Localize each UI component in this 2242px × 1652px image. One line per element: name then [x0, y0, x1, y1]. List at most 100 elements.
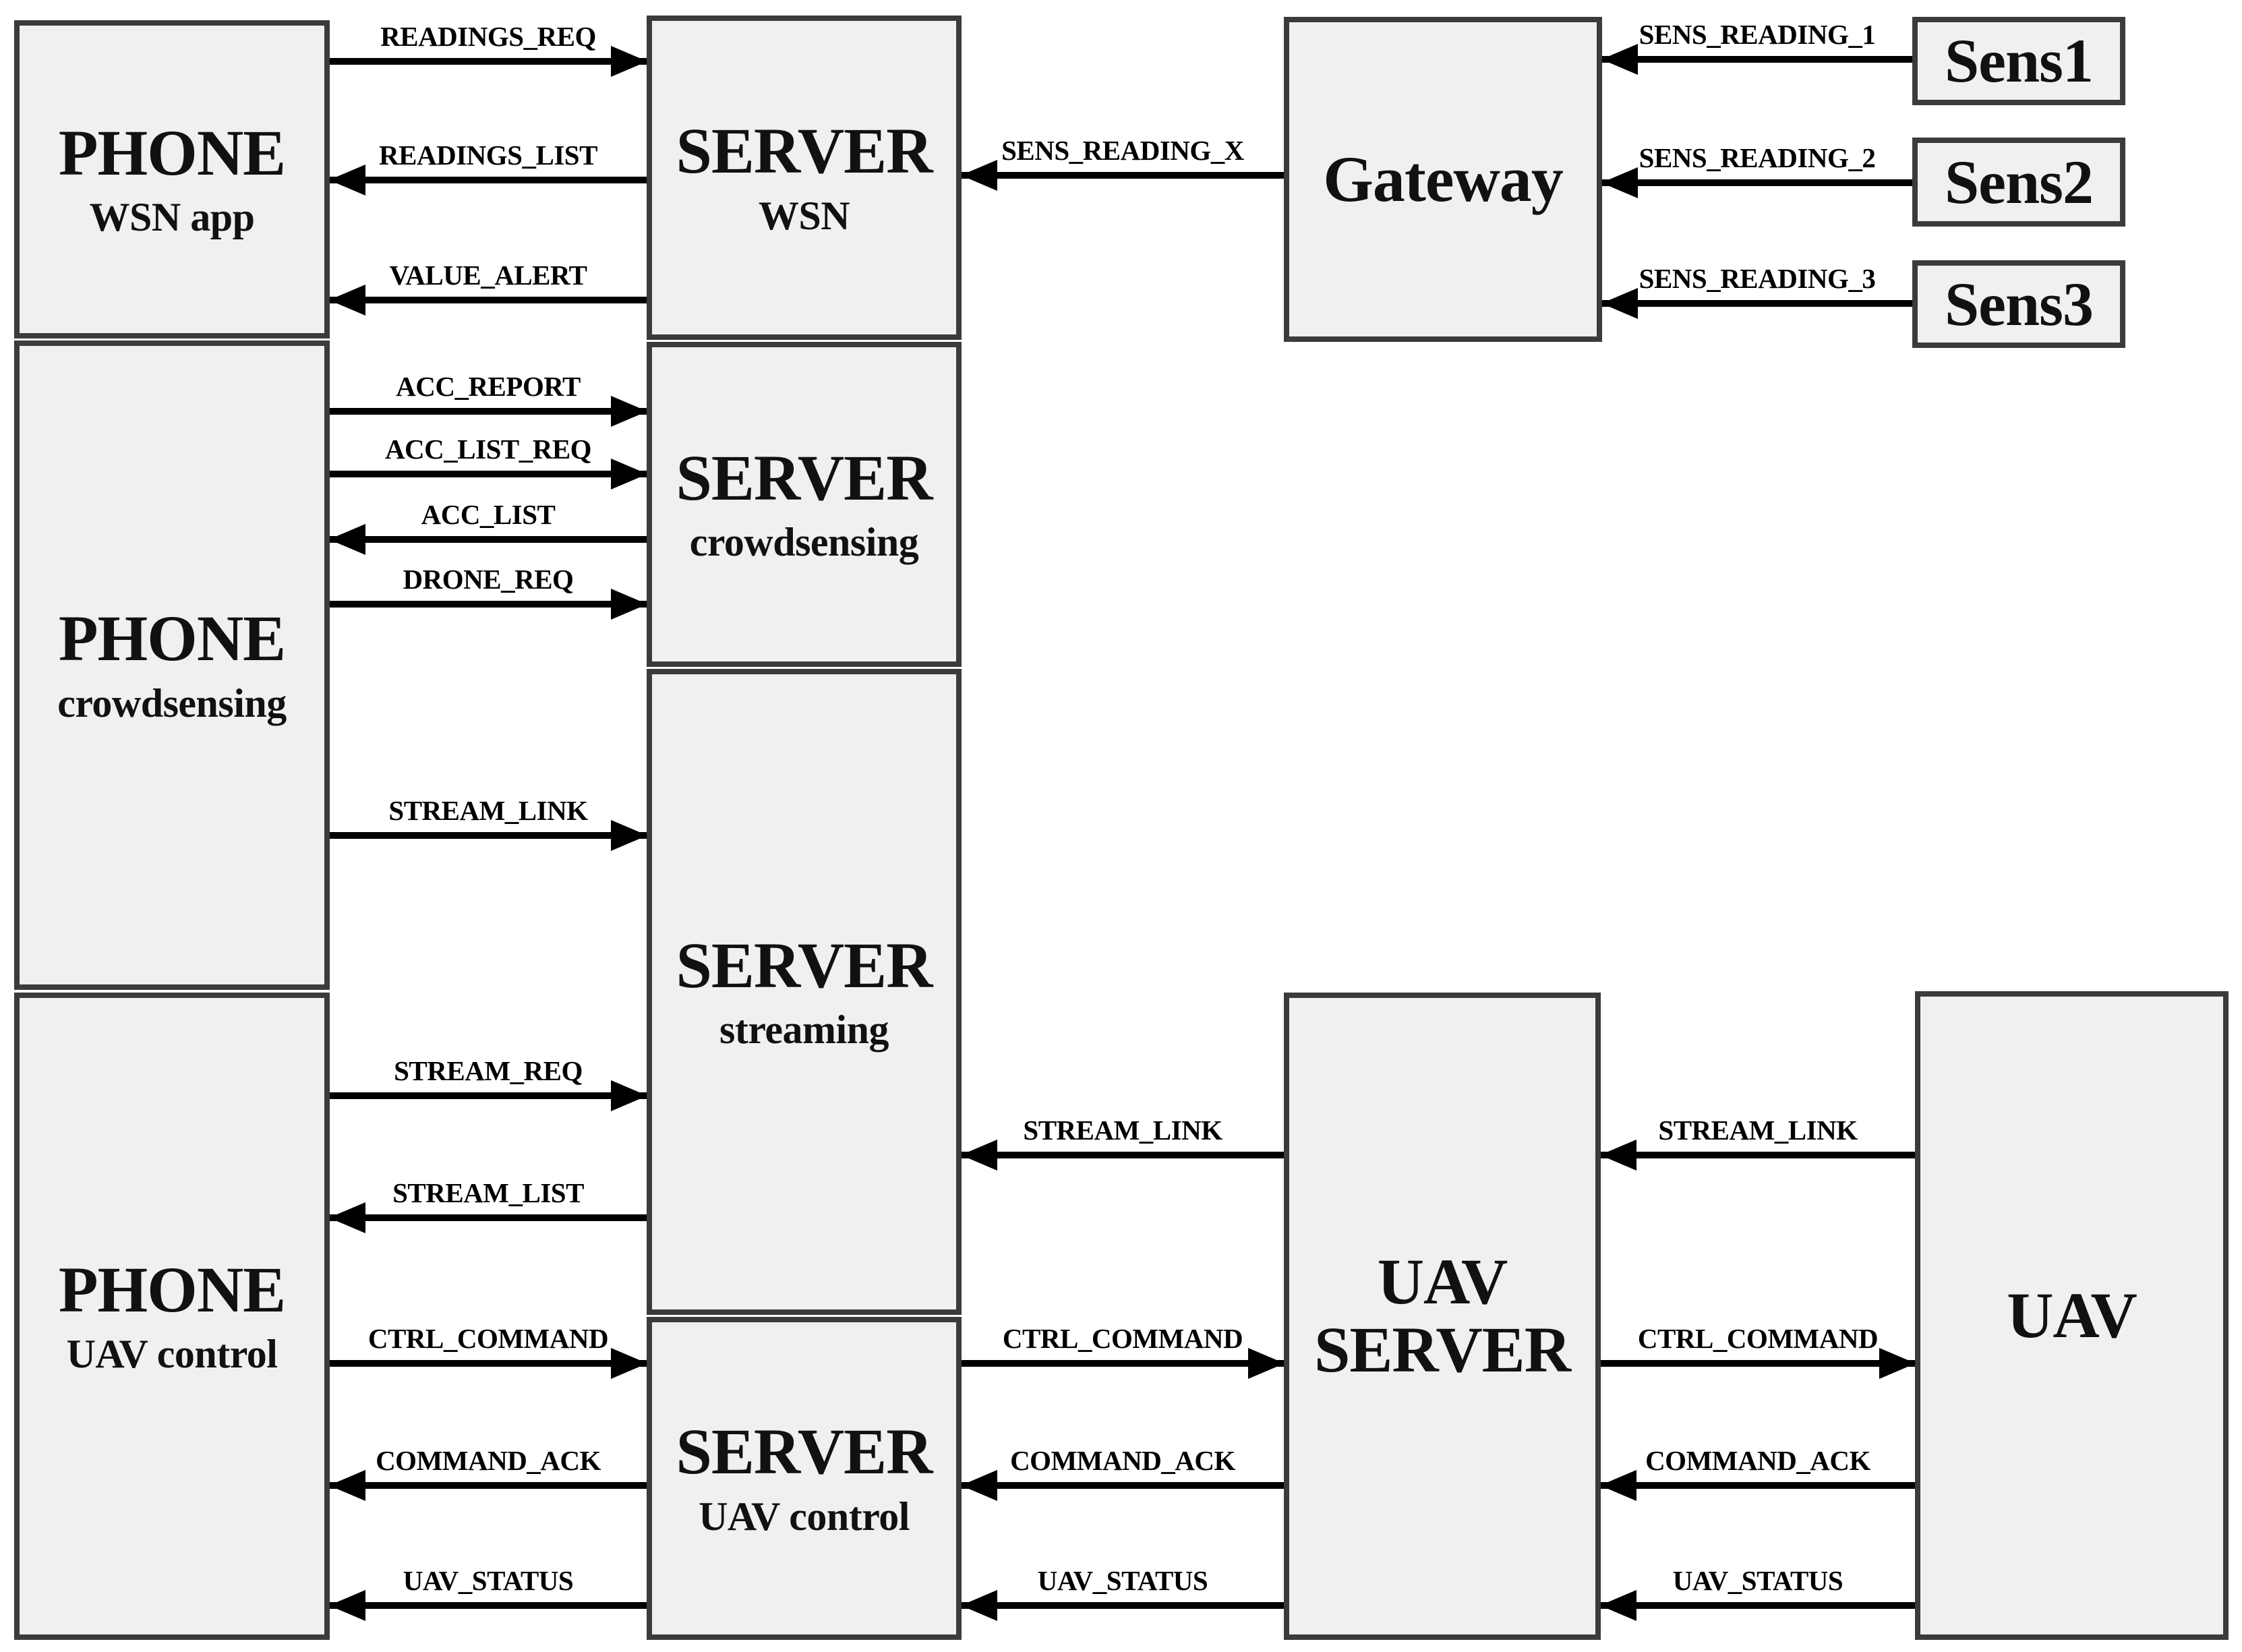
node-title: SERVER	[676, 928, 933, 1001]
arrow-label: VALUE_ALERT	[389, 260, 587, 291]
node-title: Sens1	[1945, 26, 2094, 96]
arrow-shaft	[330, 58, 647, 65]
arrow-shaft	[1602, 179, 1912, 186]
arrow-sens-reading-1: SENS_READING_1	[1601, 19, 1912, 75]
arrow-label: STREAM_LINK	[1023, 1115, 1222, 1146]
arrow-head-icon	[1601, 288, 1638, 319]
node-title: PHONE	[58, 1253, 286, 1326]
node-title: Gateway	[1323, 142, 1564, 215]
arrow-shaft	[1602, 300, 1912, 307]
arrow-shaft	[330, 408, 647, 415]
arrow-sens-reading-3: SENS_READING_3	[1601, 263, 1912, 319]
arrow-label: ACC_LIST	[421, 499, 556, 530]
node-title: PHONE	[58, 602, 286, 675]
arrow-shaft	[962, 1152, 1284, 1158]
arrow-label: ACC_LIST_REQ	[384, 434, 592, 465]
arrow-shaft	[1601, 1602, 1915, 1609]
arrow-label: SENS_READING_X	[1001, 135, 1244, 166]
arrow-shaft	[1601, 1152, 1915, 1158]
arrow-shaft	[962, 1360, 1284, 1367]
arrow-head-icon	[329, 285, 365, 316]
node-subtitle: WSN app	[89, 195, 255, 240]
arrow-drone-req: DRONE_REQ	[330, 564, 647, 620]
arrow-shaft	[330, 297, 647, 303]
arrow-stream-link-uav-to-uavserver: STREAM_LINK	[1600, 1115, 1915, 1171]
arrow-head-icon	[329, 1202, 365, 1233]
node-title: SERVER	[1314, 1314, 1571, 1386]
arrow-command-ack-uav-to-uavserver: COMMAND_ACK	[1600, 1445, 1915, 1501]
arrow-label: SENS_READING_2	[1639, 142, 1876, 173]
node-subtitle: streaming	[719, 1007, 889, 1053]
arrow-label: CTRL_COMMAND	[367, 1323, 609, 1354]
arrow-ctrl-command-phone-to-server: CTRL_COMMAND	[330, 1323, 647, 1379]
node-uav-server: UAV SERVER	[1284, 993, 1601, 1640]
arrow-shaft	[1602, 56, 1912, 63]
node-title: PHONE	[58, 116, 286, 189]
arrow-shaft	[330, 1092, 647, 1099]
arrow-head-icon	[1248, 1348, 1285, 1379]
arrow-shaft	[330, 536, 647, 543]
arrow-head-icon	[611, 820, 647, 851]
arrow-label: COMMAND_ACK	[1645, 1445, 1870, 1476]
arrow-stream-link-uavserver-to-streaming: STREAM_LINK	[961, 1115, 1284, 1171]
arrow-shaft	[330, 177, 647, 183]
arrow-head-icon	[1601, 167, 1638, 198]
arrow-shaft	[330, 1360, 647, 1367]
arrow-shaft	[330, 471, 647, 477]
arrow-uav-status-server-to-phone: UAV_STATUS	[329, 1565, 647, 1621]
arrow-shaft	[1601, 1482, 1915, 1489]
node-title: SERVER	[676, 115, 933, 187]
arrow-label: UAV_STATUS	[1037, 1565, 1208, 1596]
arrow-value-alert: VALUE_ALERT	[329, 260, 647, 316]
node-title: Sens2	[1945, 147, 2094, 216]
arrow-head-icon	[1600, 1470, 1636, 1501]
node-server-crowdsensing: SERVER crowdsensing	[647, 342, 962, 667]
node-gateway: Gateway	[1284, 17, 1602, 342]
arrow-head-icon	[1600, 1140, 1636, 1171]
arrow-uav-status-uavserver-to-server: UAV_STATUS	[961, 1565, 1284, 1621]
arrow-head-icon	[611, 46, 647, 77]
arrow-label: COMMAND_ACK	[1010, 1445, 1235, 1476]
arrow-head-icon	[611, 396, 647, 427]
node-phone-crowdsensing: PHONE crowdsensing	[14, 341, 330, 990]
arrow-shaft	[330, 1214, 647, 1221]
node-phone-wsn-app: PHONE WSN app	[14, 20, 330, 338]
arrow-label: STREAM_LIST	[392, 1177, 584, 1208]
arrow-label: DRONE_REQ	[403, 564, 574, 595]
node-subtitle: UAV control	[699, 1494, 910, 1539]
arrow-shaft	[330, 601, 647, 608]
node-subtitle: UAV control	[66, 1332, 278, 1377]
arrow-label: SENS_READING_1	[1639, 19, 1876, 50]
arrow-label: READINGS_REQ	[380, 21, 596, 52]
arrow-label: CTRL_COMMAND	[1637, 1323, 1879, 1354]
arrow-head-icon	[961, 1140, 997, 1171]
arrow-command-ack-server-to-phone: COMMAND_ACK	[329, 1445, 647, 1501]
node-server-uav-control: SERVER UAV control	[647, 1317, 962, 1640]
node-uav: UAV	[1915, 991, 2229, 1640]
arrow-command-ack-uavserver-to-server: COMMAND_ACK	[961, 1445, 1284, 1501]
node-phone-uav-control: PHONE UAV control	[14, 993, 330, 1640]
node-title: SERVER	[676, 441, 933, 514]
arrow-head-icon	[961, 1590, 997, 1621]
node-title: UAV	[1377, 1245, 1508, 1318]
arrow-shaft	[330, 1602, 647, 1609]
arrow-label: COMMAND_ACK	[376, 1445, 601, 1476]
arrow-stream-link-phone-to-streaming: STREAM_LINK	[330, 795, 647, 851]
arrow-shaft	[962, 1482, 1284, 1489]
arrow-label: UAV_STATUS	[403, 1565, 574, 1596]
arrow-shaft	[330, 1482, 647, 1489]
arrow-sens-reading-x: SENS_READING_X	[961, 135, 1284, 191]
arrow-stream-list: STREAM_LIST	[329, 1177, 647, 1233]
arrow-acc-list: ACC_LIST	[329, 499, 647, 555]
arrow-head-icon	[961, 1470, 997, 1501]
arrow-head-icon	[611, 589, 647, 620]
arrow-label: SENS_READING_3	[1639, 263, 1876, 294]
arrow-sens-reading-2: SENS_READING_2	[1601, 142, 1912, 198]
arrow-head-icon	[329, 524, 365, 555]
arrow-shaft	[962, 1602, 1284, 1609]
arrow-uav-status-uav-to-uavserver: UAV_STATUS	[1600, 1565, 1915, 1621]
arrow-readings-req: READINGS_REQ	[330, 21, 647, 77]
node-subtitle: crowdsensing	[689, 520, 919, 565]
node-subtitle: crowdsensing	[57, 680, 287, 726]
